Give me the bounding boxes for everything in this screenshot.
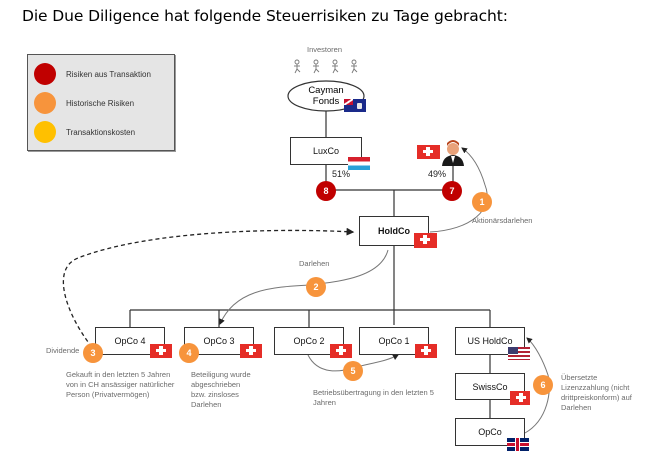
entity-label: SwissCo [472,381,508,392]
note-5: Betriebsübertragung in den letzten 5 Jah… [313,388,434,407]
legend-label: Transaktionskosten [66,127,136,137]
risk-badge-4[interactable]: 4 [179,343,199,363]
entity-label: LuxCo [312,146,339,156]
swiss-flag-icon [414,233,437,248]
risk-badge-7[interactable]: 7 [442,181,462,201]
investors-label: Investoren [307,45,343,54]
swiss-flag-icon [415,344,437,358]
legend-item-historic-risks: Historische Risiken [34,92,134,114]
arrow-aktionaersdarlehen [429,147,488,233]
investor-icon [351,59,358,74]
legend-dot-red [34,63,56,85]
arrow-lizenzzahlung [524,337,550,434]
risk-badge-3[interactable]: 3 [83,343,103,363]
note-4: Beteiligung wurde abgeschrieben bzw. zin… [191,370,251,409]
aktionaersdarlehen-label: Aktionärsdarlehen [472,216,533,225]
note-6: Übersetzte Lizenzzahlung (nicht drittpre… [561,373,632,412]
entity-label: OpCo 2 [293,336,325,346]
risk-badge-8[interactable]: 8 [316,181,336,201]
legend-item-transaction-costs: Transaktionskosten [34,121,135,143]
share-person: 49% [428,169,447,179]
cayman-fonds-label-2: Fonds [313,96,340,107]
luxembourg-flag-icon [348,157,370,170]
entity-label: US HoldCo [467,336,513,346]
risk-badge-2[interactable]: 2 [306,277,326,297]
legend-item-transaction-risks: Risiken aus Transaktion [34,63,151,85]
investor-icon [294,59,301,74]
entity-opco4[interactable]: OpCo 4 [95,327,165,355]
legend-dot-yellow [34,121,56,143]
investor-icons [294,59,358,74]
entity-label: OpCo 3 [203,336,235,346]
share-luxco: 51% [332,169,351,179]
legend-label: Risiken aus Transaktion [66,69,151,79]
legend-label: Historische Risiken [66,98,135,108]
page-title: Die Due Diligence hat folgende Steuerris… [22,7,508,25]
entity-label: HoldCo [378,226,410,236]
darlehen-label: Darlehen [299,259,330,268]
investor-icon [332,59,339,74]
entity-opco[interactable]: OpCo [455,418,525,446]
swiss-flag-icon [330,344,352,358]
entity-label: OpCo 4 [114,336,146,346]
person-shareholder-icon [442,140,464,166]
risk-badge-5[interactable]: 5 [343,361,363,381]
legend: Risiken aus Transaktion Historische Risi… [27,54,175,151]
swiss-flag-icon [150,344,172,358]
swiss-flag-icon [417,145,440,159]
legend-dot-orange [34,92,56,114]
entity-opco2[interactable]: OpCo 2 [274,327,344,355]
risk-badge-1[interactable]: 1 [472,192,492,212]
entity-label: OpCo 1 [378,336,410,346]
risk-badge-6[interactable]: 6 [533,375,553,395]
dividende-label: Dividende [46,346,80,355]
uk-flag-icon [507,438,529,451]
note-3: Gekauft in den letzten 5 Jahren von in C… [66,370,175,399]
swiss-flag-icon [510,391,530,405]
swiss-flag-icon [240,344,262,358]
investor-icon [313,59,320,74]
cayman-flag-icon [344,99,366,112]
arrow-dividende [62,227,355,348]
cayman-fonds-label-1: Cayman [308,85,343,96]
entity-us-holdco[interactable]: US HoldCo [455,327,525,355]
us-flag-icon [508,347,530,360]
entity-label: OpCo [478,427,502,437]
